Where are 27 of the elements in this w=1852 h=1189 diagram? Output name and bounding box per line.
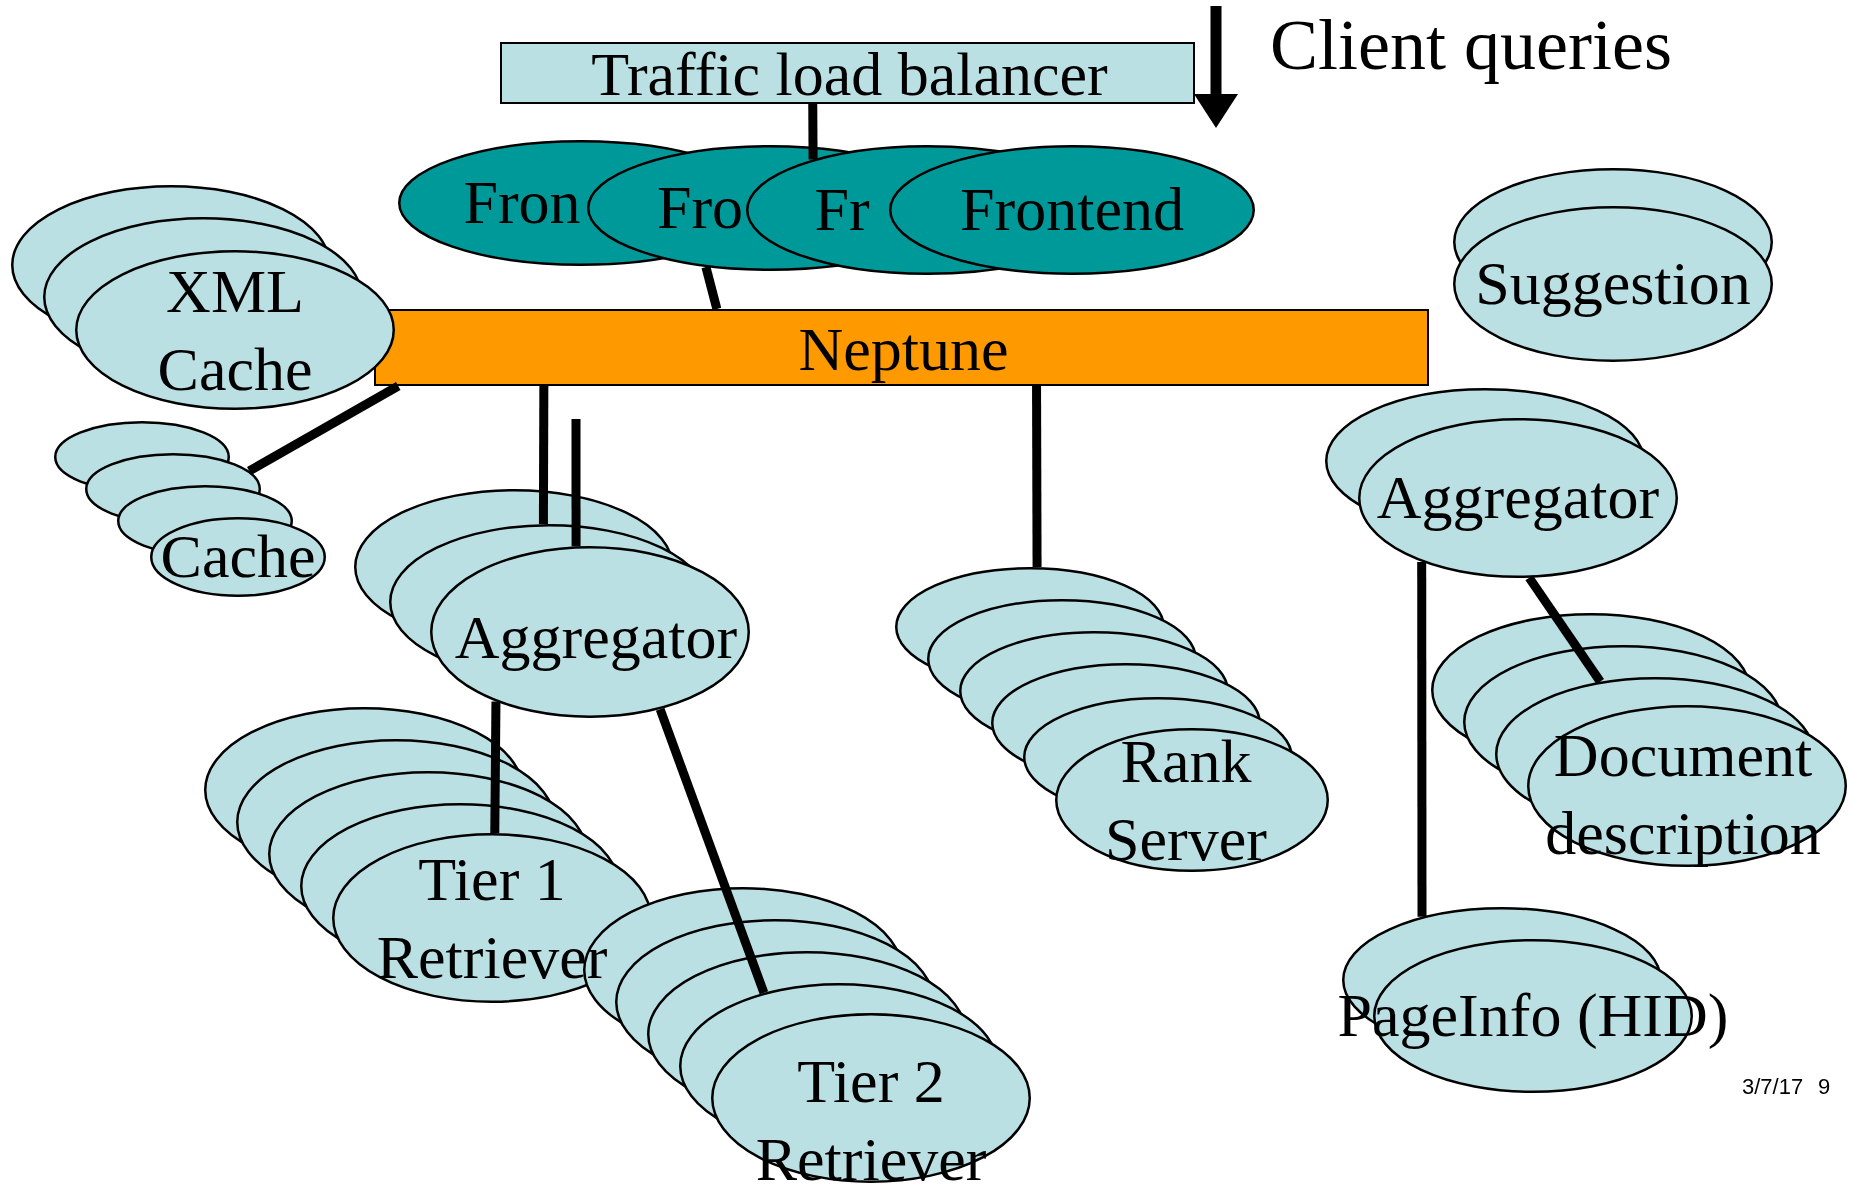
node-label: Suggestion: [1475, 248, 1751, 320]
node-label: Frontend: [960, 174, 1184, 246]
page-number: 9: [1818, 1074, 1831, 1100]
node-label: Cache: [160, 521, 316, 593]
connector-line: [538, 386, 549, 525]
annotation-text: Client queries: [1270, 3, 1672, 87]
connector-line: [1417, 561, 1427, 917]
process-box: [500, 42, 1195, 104]
node-label: Fron: [463, 167, 581, 239]
connector-line: [808, 103, 818, 160]
node-label: Traffic load balancer: [591, 39, 1108, 111]
connector-line: [246, 382, 401, 475]
node-label: Fr: [814, 174, 870, 246]
connector-line: [1032, 386, 1042, 568]
node-label: Neptune: [798, 313, 1009, 385]
connector-line: [490, 701, 501, 834]
node-label: Rank Server: [1104, 725, 1268, 874]
node-label: XML Cache: [156, 255, 314, 404]
node-label: Aggregator: [454, 602, 738, 674]
bus-bar: [374, 309, 1429, 386]
date-text: 3/7/17: [1742, 1074, 1804, 1100]
connector-line: [701, 265, 722, 311]
node-label: Tier 2 Retriever: [754, 1045, 988, 1189]
node-label: Aggregator: [1376, 462, 1660, 534]
connector-line: [571, 419, 581, 547]
node-label: Fro: [656, 172, 744, 244]
connector-line: [655, 707, 769, 995]
